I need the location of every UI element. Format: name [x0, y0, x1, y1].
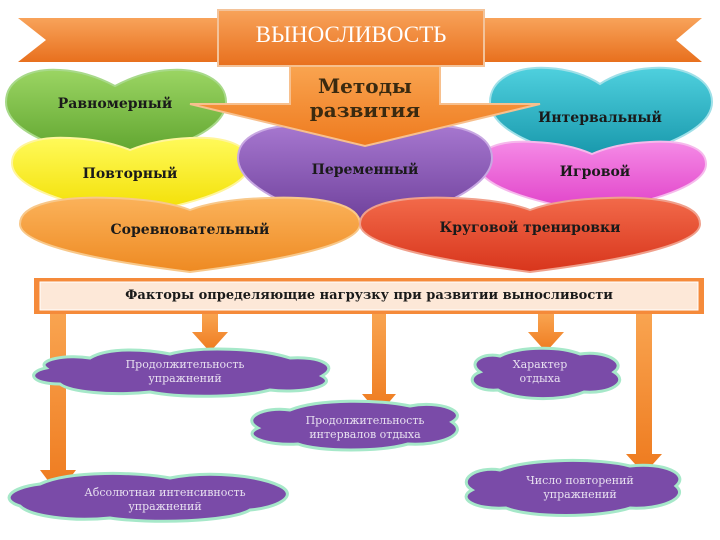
arrow-to-exercise-duration [192, 314, 228, 352]
method-circuit: Круговой тренировки [439, 220, 621, 236]
factor-repetitions: Число повторений упражнений [500, 474, 660, 502]
methods-arrow [189, 65, 541, 148]
method-interval: Интервальный [538, 110, 662, 126]
cloud-rest-type [470, 346, 622, 400]
factor-intensity: Абсолютная интенсивность упражнений [60, 486, 270, 514]
arrows-group [40, 314, 662, 494]
cloud-intensity [7, 471, 289, 523]
arrow-to-intensity [40, 314, 76, 494]
cloud-repetitions [464, 458, 682, 517]
methods-title: Методы развития [290, 74, 440, 122]
arrow-to-repetitions [626, 314, 662, 474]
arrow-to-rest-intervals [362, 314, 396, 414]
factor-repetitions-line2: упражнений [543, 488, 617, 501]
arrow-to-rest-type [528, 314, 564, 352]
factor-rest-type-line1: Характер [512, 358, 568, 371]
cloud-rest-duration [250, 399, 459, 452]
cloud-exercise-duration [32, 347, 331, 398]
factors-title: Факторы определяющие нагрузку при развит… [125, 288, 613, 303]
method-variable: Переменный [311, 162, 419, 178]
factor-rest-duration-line1: Продолжительность [305, 414, 425, 427]
banner-ribbon [18, 9, 702, 67]
method-game: Игровой [559, 164, 631, 180]
factor-exercise-duration-line1: Продолжительность [125, 358, 245, 371]
factor-intensity-line2: упражнений [128, 500, 202, 513]
factor-rest-duration: Продолжительность интервалов отдыха [280, 414, 450, 442]
method-repeated: Повторный [82, 166, 178, 182]
method-competitive: Соревновательный [110, 222, 270, 238]
heart-competitive [18, 196, 362, 274]
methods-title-line2: развития [309, 98, 421, 122]
factor-rest-duration-line2: интервалов отдыха [309, 428, 421, 441]
factor-rest-type-line2: отдыха [519, 372, 561, 385]
banner-title: ВЫНОСЛИВОСТЬ [255, 22, 447, 47]
factor-exercise-duration-line2: упражнений [148, 372, 222, 385]
method-uniform: Равномерный [57, 96, 173, 112]
methods-title-line1: Методы [318, 74, 412, 98]
factor-rest-type: Характер отдыха [490, 358, 590, 386]
factor-exercise-duration: Продолжительность упражнений [100, 358, 270, 386]
heart-circuit [358, 196, 702, 274]
factor-repetitions-line1: Число повторений [526, 474, 634, 487]
factor-intensity-line1: Абсолютная интенсивность [84, 486, 246, 499]
